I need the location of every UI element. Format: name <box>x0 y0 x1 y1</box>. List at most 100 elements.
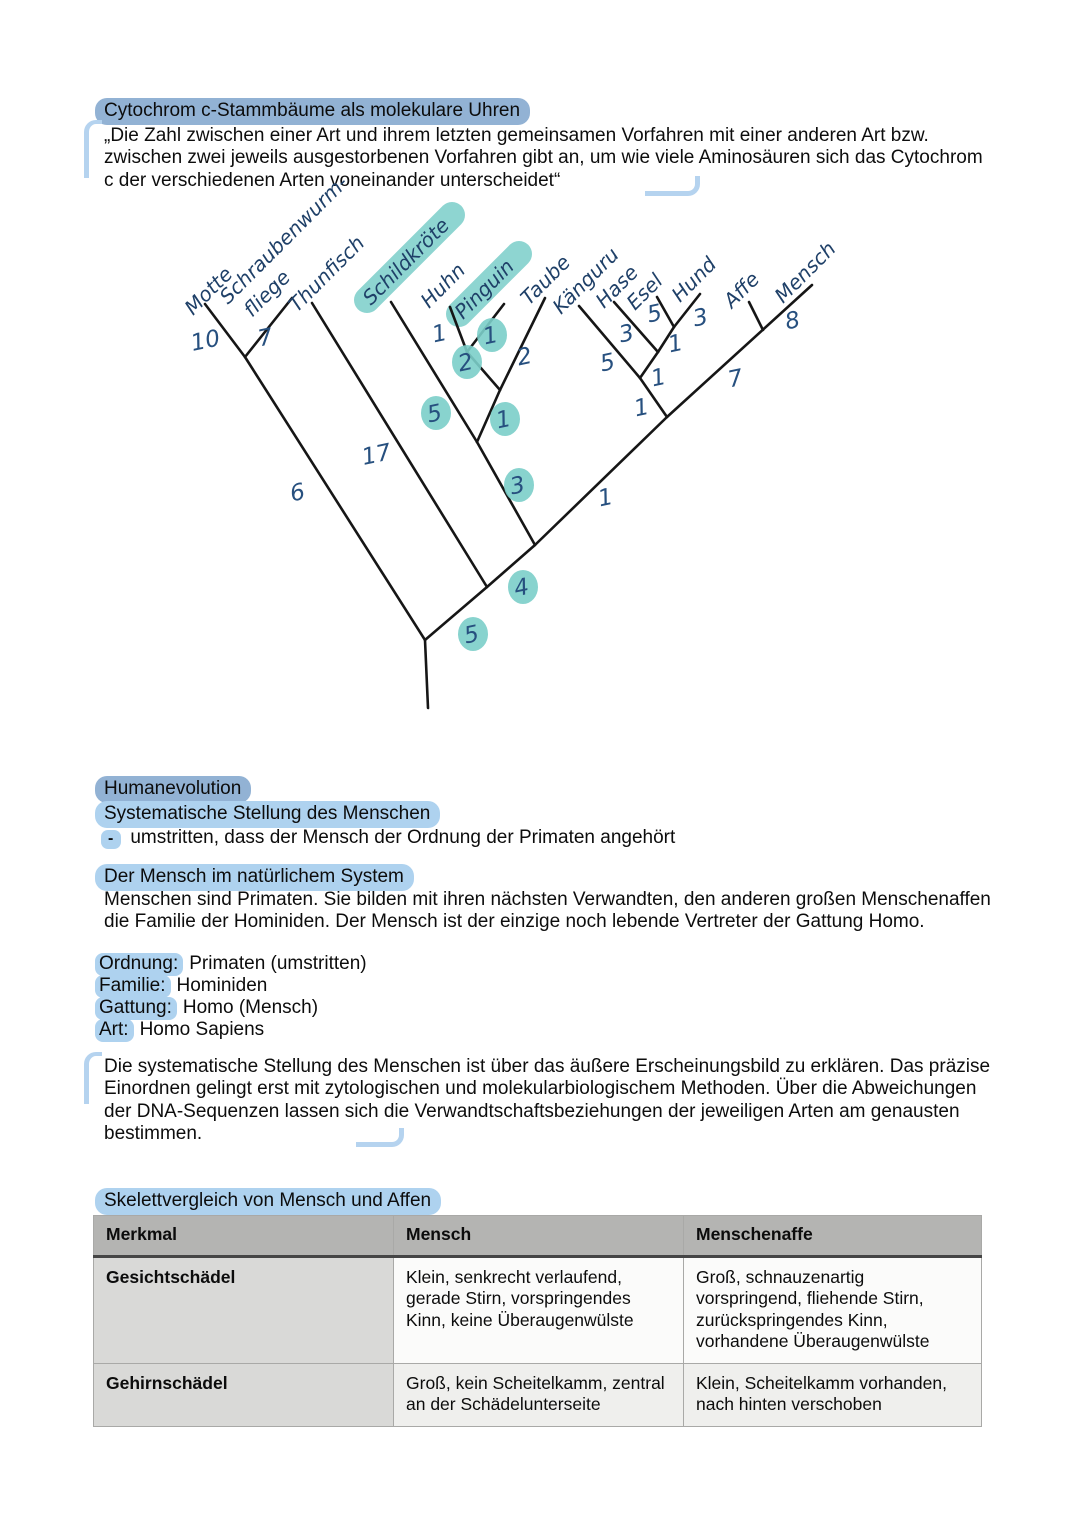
branch-value: 10 <box>189 325 223 357</box>
tree-branch-line <box>612 300 660 354</box>
subheading-systematische-stellung: Systematische Stellung des Menschen <box>95 801 441 828</box>
tree-branch-line <box>423 585 489 642</box>
human-paragraph-2: Die systematische Stellung des Menschen … <box>104 1056 991 1144</box>
section-title-cytochrom: Cytochrom c-Stammbäume als molekulare Uh… <box>95 98 531 125</box>
branch-value: 1 <box>430 320 450 348</box>
branch-value-highlight <box>421 396 451 430</box>
branch-value-highlight <box>452 345 482 379</box>
leaf-highlight <box>354 202 465 313</box>
tree-branch-line <box>655 295 676 329</box>
tree-branch-line <box>243 355 427 642</box>
tree-leaf-label: Mensch <box>770 237 841 308</box>
subheading-skelettvergleich: Skelettvergleich von Mensch und Affen <box>95 1188 442 1215</box>
table-cell: Klein, Scheitelkamm vorhanden, nach hint… <box>683 1362 982 1427</box>
tree-leaf-label: Hund <box>667 252 722 307</box>
branch-value-highlight <box>458 617 488 651</box>
branch-value: 2 <box>515 343 535 371</box>
taxonomy-value: Homo Sapiens <box>139 1019 265 1040</box>
table-header-cell: Merkmal <box>93 1215 394 1258</box>
table-header-cell: Menschenaffe <box>683 1215 982 1258</box>
paragraph-end-mark <box>356 1128 404 1147</box>
tree-branch-line <box>665 283 814 419</box>
branch-value: 17 <box>360 439 394 471</box>
tree-branch-line <box>310 301 489 589</box>
subheading-natuerliches-system: Der Mensch im natürlichem System <box>95 864 414 891</box>
table-row-header: Gehirnschädel <box>93 1362 394 1427</box>
taxonomy-label: Ordnung: <box>95 953 184 976</box>
branch-value: 4 <box>512 574 532 602</box>
taxonomy-line-gattung: Gattung:Homo (Mensch) <box>95 997 319 1020</box>
paragraph-end-mark <box>645 176 700 196</box>
branch-value: 1 <box>481 322 501 350</box>
branch-value-highlight <box>477 318 507 352</box>
branch-value: 5 <box>598 349 618 377</box>
branch-value: 5 <box>645 300 665 328</box>
human-paragraph-1: Menschen sind Primaten. Sie bilden mit i… <box>104 889 991 933</box>
tree-branch-line <box>243 296 294 359</box>
bullet-line: -umstritten, dass der Mensch der Ordnung… <box>101 827 675 849</box>
branch-value-highlight <box>504 468 534 502</box>
tree-branch-line <box>533 415 669 547</box>
bullet-text: umstritten, dass der Mensch der Ordnung … <box>130 827 676 848</box>
branch-value: 1 <box>596 484 616 512</box>
taxonomy-line-ordnung: Ordnung:Primaten (umstritten) <box>95 953 367 976</box>
branch-value: 1 <box>649 364 669 392</box>
margin-bracket <box>84 1052 102 1104</box>
tree-leaf-label: Affe <box>717 267 764 314</box>
branch-value: 2 <box>456 349 476 377</box>
taxonomy-line-familie: Familie:Hominiden <box>95 975 268 998</box>
branch-value: 6 <box>288 479 308 507</box>
branch-value: 3 <box>508 472 528 500</box>
tree-branch-line <box>475 388 502 444</box>
table-row-header: Gesichtschädel <box>93 1255 394 1364</box>
branch-value: 1 <box>632 394 652 422</box>
taxonomy-value: Hominiden <box>176 975 268 996</box>
tree-branch-line <box>577 304 642 380</box>
table-cell: Groß, schnauzenartig vorspringend, flieh… <box>683 1255 982 1364</box>
branch-value: 3 <box>617 320 637 348</box>
tree-branch-line <box>638 376 669 419</box>
taxonomy-line-art: Art:Homo Sapiens <box>95 1019 265 1042</box>
tree-branch-line <box>747 300 765 332</box>
branch-value-highlight <box>508 570 538 604</box>
tree-leaf-label: Pinguin <box>450 254 519 323</box>
branch-value-highlight <box>490 402 520 436</box>
branch-value: 5 <box>462 621 482 649</box>
taxonomy-value: Homo (Mensch) <box>182 997 319 1018</box>
taxonomy-label: Familie: <box>95 975 171 998</box>
tree-branch-line <box>638 350 660 380</box>
section-title-humanevolution: Humanevolution <box>95 776 252 803</box>
tree-branch-line <box>656 325 676 354</box>
branch-value: 3 <box>691 304 711 332</box>
bullet-dash: - <box>101 830 122 849</box>
taxonomy-value: Primaten (umstritten) <box>189 953 367 974</box>
tree-branch-line <box>203 302 247 359</box>
branch-value: 8 <box>783 307 803 335</box>
tree-branch-line <box>423 638 430 710</box>
tree-branch-line <box>389 300 479 444</box>
table-cell: Klein, senkrecht verlaufend, gerade Stir… <box>393 1255 684 1364</box>
table-cell: Groß, kein Scheitelkamm, zentral an der … <box>393 1362 684 1427</box>
branch-value: 7 <box>726 365 746 394</box>
tree-branch-line <box>672 292 702 329</box>
tree-branch-line <box>498 296 547 392</box>
cytochrom-quote: „Die Zahl zwischen einer Art und ihrem l… <box>104 125 983 191</box>
branch-value: 1 <box>494 406 514 434</box>
margin-bracket <box>84 120 102 178</box>
branch-value: 5 <box>425 400 445 428</box>
branch-value: 7 <box>256 324 276 353</box>
leaf-highlight <box>446 241 532 327</box>
taxonomy-label: Gattung: <box>95 997 177 1020</box>
tree-branch-line <box>448 305 469 354</box>
tree-branch-line <box>485 543 537 589</box>
taxonomy-label: Art: <box>95 1019 134 1042</box>
branch-value: 1 <box>666 330 686 358</box>
table-header-cell: Mensch <box>393 1215 684 1258</box>
tree-branch-line <box>475 440 537 547</box>
